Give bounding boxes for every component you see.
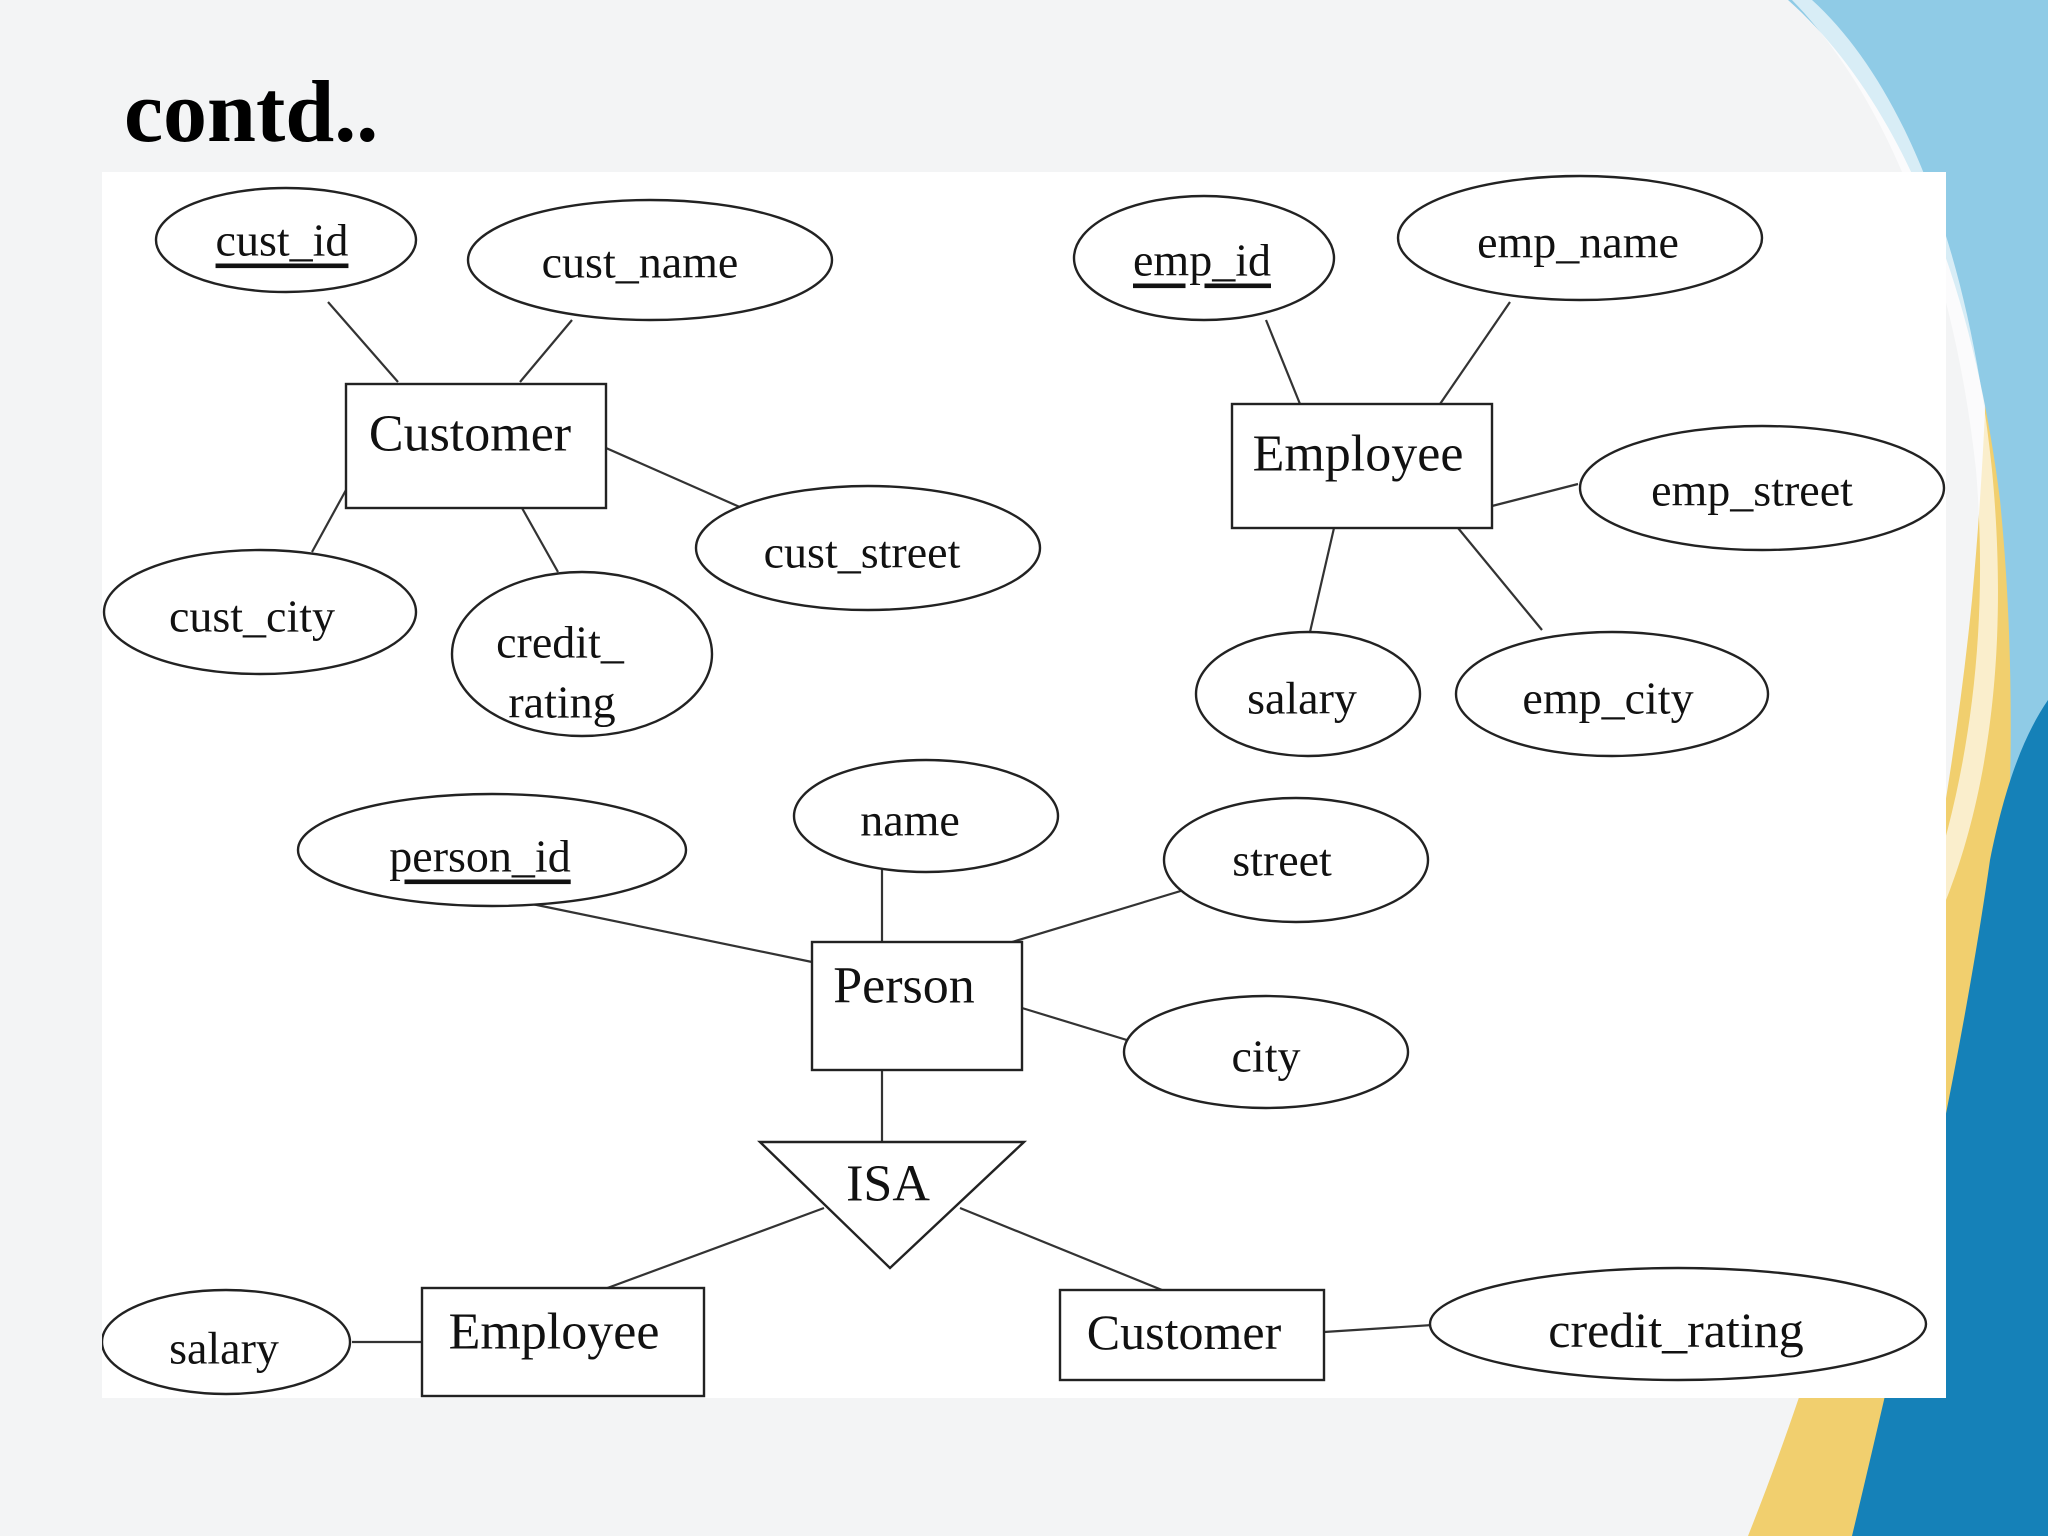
link-employee-emp-street bbox=[1491, 482, 1579, 508]
attribute-sub-salary-label: salary bbox=[169, 1323, 279, 1374]
attribute-employee-salary-label: salary bbox=[1247, 673, 1357, 724]
attribute-person-id: person_id bbox=[296, 792, 688, 908]
attribute-emp-city-label: emp_city bbox=[1522, 673, 1693, 724]
link-customer-cust-street bbox=[605, 446, 743, 510]
entity-customer: Customer bbox=[344, 382, 608, 510]
attribute-sub-credit-rating: credit_rating bbox=[1428, 1266, 1928, 1382]
attribute-credit-rating-line1: credit_ bbox=[496, 617, 625, 668]
link-customer-cust-name bbox=[519, 319, 573, 383]
attribute-name-label: name bbox=[860, 795, 960, 846]
attribute-cust-street: cust_street bbox=[694, 484, 1042, 612]
attribute-sub-credit-rating-label: credit_rating bbox=[1548, 1302, 1803, 1358]
attribute-sub-salary: salary bbox=[102, 1288, 352, 1396]
attribute-employee-salary: salary bbox=[1194, 630, 1422, 758]
entity-sub-customer-label: Customer bbox=[1087, 1304, 1282, 1360]
er-diagram-panel: cust_id cust_name Customer cust_street c… bbox=[102, 172, 1946, 1398]
attribute-cust-street-label: cust_street bbox=[764, 527, 961, 578]
entity-sub-employee: Employee bbox=[420, 1286, 706, 1398]
link-employee-salary bbox=[1308, 527, 1336, 633]
attribute-emp-street: emp_street bbox=[1578, 424, 1946, 552]
entity-person-label: Person bbox=[833, 958, 975, 1015]
entity-sub-customer: Customer bbox=[1058, 1288, 1326, 1382]
link-sub-customer-credit-rating bbox=[1323, 1322, 1449, 1334]
attribute-emp-id: emp_id bbox=[1072, 194, 1336, 322]
link-isa-customer bbox=[959, 1206, 1163, 1292]
attribute-name: name bbox=[792, 758, 1060, 874]
isa-label: ISA bbox=[846, 1156, 930, 1213]
attribute-emp-name-label: emp_name bbox=[1477, 217, 1679, 268]
link-customer-credit-rating bbox=[521, 507, 559, 573]
attribute-city-label: city bbox=[1232, 1031, 1301, 1082]
isa-triangle: ISA bbox=[757, 1140, 1028, 1270]
attribute-cust-name: cust_name bbox=[466, 198, 834, 322]
link-person-person-id bbox=[531, 902, 813, 964]
link-employee-emp-name bbox=[1439, 301, 1511, 405]
attribute-street-label: street bbox=[1232, 835, 1332, 886]
attribute-emp-name: emp_name bbox=[1396, 174, 1764, 302]
attribute-credit-rating-line2: rating bbox=[508, 677, 615, 728]
attribute-credit-rating: credit_ rating bbox=[450, 570, 714, 738]
entity-person: Person bbox=[810, 940, 1024, 1072]
entity-sub-employee-label: Employee bbox=[449, 1304, 660, 1361]
attribute-emp-city: emp_city bbox=[1454, 630, 1770, 758]
link-isa-employee bbox=[601, 1206, 825, 1292]
slide-title: contd.. bbox=[124, 64, 379, 161]
link-employee-emp-id bbox=[1264, 319, 1302, 405]
attribute-city: city bbox=[1122, 994, 1410, 1110]
attribute-emp-street-label: emp_street bbox=[1651, 465, 1853, 516]
link-customer-cust-id bbox=[327, 301, 399, 383]
entity-employee: Employee bbox=[1230, 402, 1494, 530]
attribute-cust-id-label: cust_id bbox=[216, 215, 349, 266]
entity-employee-label: Employee bbox=[1253, 426, 1464, 483]
link-customer-cust-city bbox=[311, 489, 347, 553]
attribute-cust-id: cust_id bbox=[154, 186, 418, 294]
attribute-cust-city-label: cust_city bbox=[169, 591, 335, 642]
attribute-street: street bbox=[1162, 796, 1430, 924]
entity-customer-label: Customer bbox=[369, 406, 571, 463]
link-employee-emp-city bbox=[1457, 527, 1543, 631]
attribute-emp-id-label: emp_id bbox=[1133, 235, 1271, 286]
link-person-street bbox=[1011, 888, 1185, 944]
attribute-cust-city: cust_city bbox=[102, 548, 418, 676]
er-diagram: cust_id cust_name Customer cust_street c… bbox=[102, 174, 1946, 1398]
attribute-cust-name-label: cust_name bbox=[542, 237, 739, 288]
attribute-person-id-label: person_id bbox=[389, 831, 570, 882]
